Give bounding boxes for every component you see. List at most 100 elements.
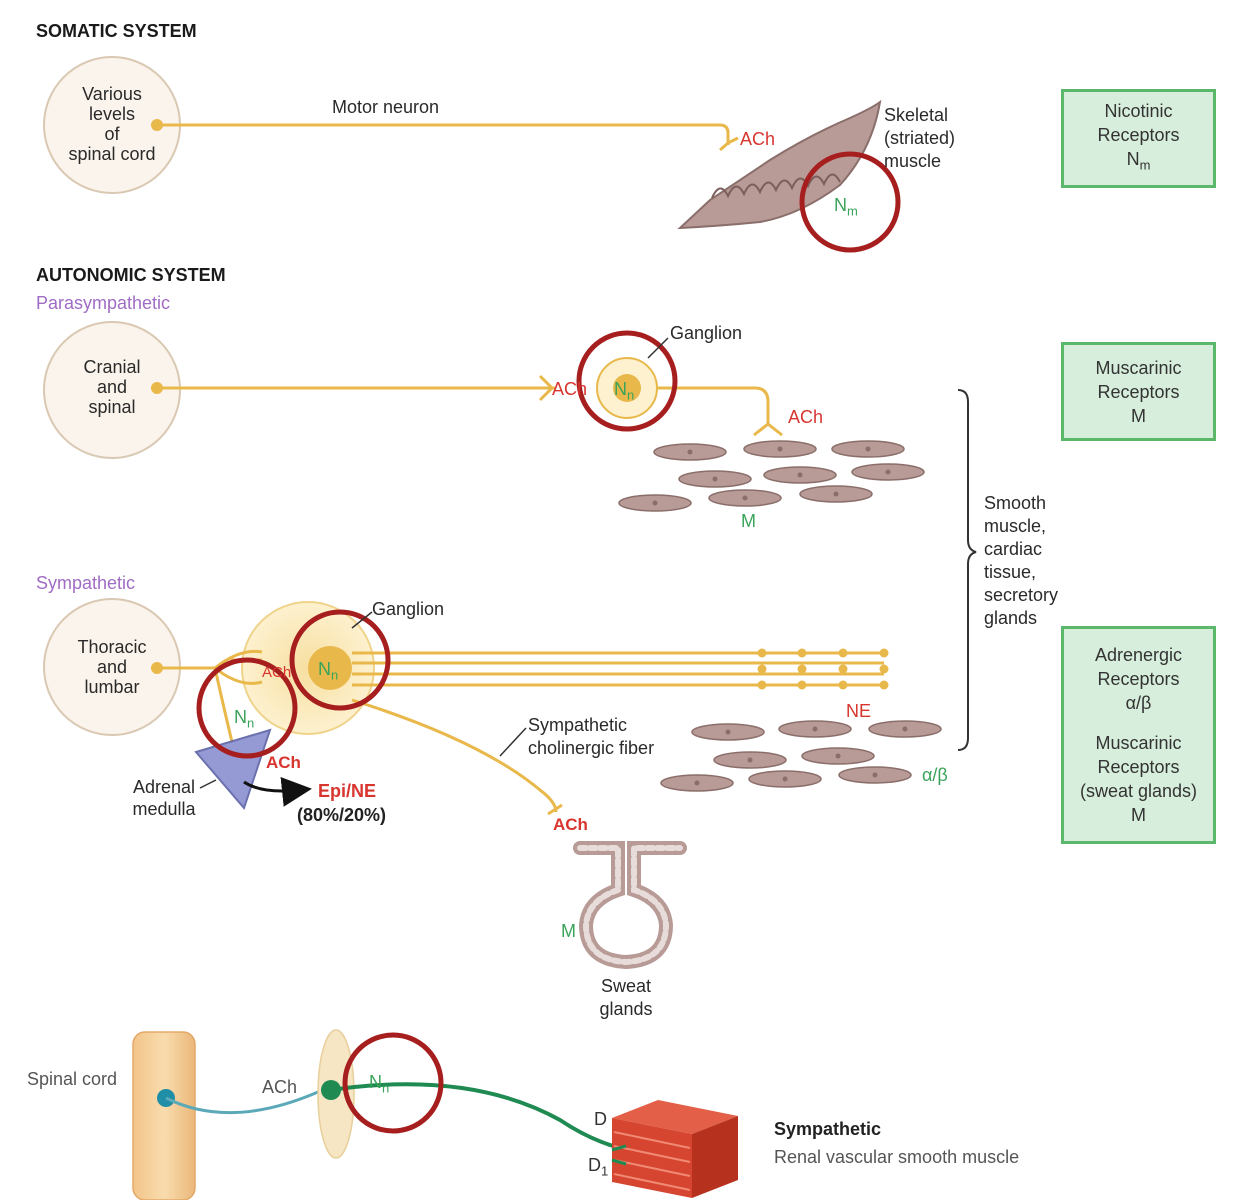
autonomic-heading: AUTONOMIC SYSTEM [36,265,226,285]
sympathetic-ganglion-label: Ganglion [372,599,445,619]
receptor-box-line: Nicotinic [1104,101,1173,122]
sympathetic-cholinergic-fiber [351,698,558,813]
sweat-gland-line: Sweat [600,976,652,996]
receptor-box-line: M [1131,805,1146,825]
sympathetic-origin-label: Thoracic and lumbar [56,637,168,697]
renal-preganglionic-fiber [165,1090,319,1115]
parasympathetic-origin-line: and [96,377,128,397]
receptor-box-line: α/β [1125,693,1152,713]
sympathetic-cell-nuclei [694,726,908,786]
cholinergic-terminal [547,803,563,816]
receptor-symbol: D [588,1155,601,1175]
renal-postganglionic-fiber [330,1082,621,1150]
parasympathetic-origin-label: Cranial and spinal [56,357,168,417]
receptor-subscript: n [382,1080,390,1096]
receptor-subscript: n [247,715,255,731]
cholinergic-label-pointer [499,727,527,757]
somatic-origin-label: Various levels of spinal cord [56,84,168,164]
muscarinic-receptor-box: Muscarinic Receptors M [1061,342,1216,441]
effector-line: secretory [984,585,1059,605]
effector-line: cardiac [984,539,1043,559]
receptor-box-line: Receptors [1097,381,1180,402]
sympathetic-ganglion-receptor-label: Nn [318,658,338,687]
receptor-subscript: m [847,203,858,219]
parasympathetic-smooth-muscle-cells [618,440,925,512]
nicotinic-receptor-box: Nicotinic Receptors Nm [1061,89,1216,188]
sympathetic-postganglionic-fibers [352,651,884,687]
parasympathetic-pre-terminal [538,374,555,402]
spinal-cord-shape [132,1031,196,1200]
parasympathetic-origin-line: Cranial [83,357,141,377]
adrenal-medulla-shape [194,728,272,810]
receptor-box-line: Muscarinic [1095,733,1182,753]
receptor-box-line: M [1131,405,1146,426]
effector-label: Smooth muscle, cardiac tissue, secretory… [984,492,1058,630]
renal-receptor-label: Nn [369,1071,389,1100]
sympathetic-origin-line: lumbar [84,677,140,697]
receptor-box-line: Nm [1127,147,1151,178]
renal-d-label: D [594,1109,607,1129]
parasympathetic-tissue-receptor-label: M [741,511,756,531]
sweat-gland-label: Sweat glands [586,975,666,1021]
skeletal-muscle-label: Skeletal (striated) muscle [884,104,955,173]
parasympathetic-ganglion-label: Ganglion [670,323,743,343]
renal-smooth-muscle-block [611,1100,738,1198]
effector-line: Smooth [984,493,1047,513]
sympathetic-origin-line: Thoracic [77,637,147,657]
adrenergic-receptor-box: Adrenergic Receptors α/β Muscarinic Rece… [1061,626,1216,844]
renal-d1-label: D1 [588,1154,608,1183]
effector-line: glands [984,608,1038,628]
adrenal-output-label: Epi/NE [318,781,377,801]
skeletal-muscle-shape [677,99,882,230]
receptor-subscript: m [1139,157,1151,173]
receptor-symbol: N [614,379,627,399]
parasympathetic-origin-circle [43,321,181,459]
parasympathetic-pre-ach-label: ACh [552,379,588,399]
receptor-subscript: n [331,667,339,683]
somatic-ach-label: ACh [740,129,776,149]
parasympathetic-ganglion-core [613,374,641,402]
adrenal-medulla-label: Adrenal medulla [124,776,204,820]
parasympathetic-post-terminal [753,422,783,437]
adrenal-medulla-line: medulla [132,799,196,819]
somatic-receptor-highlight [799,151,901,253]
receptor-subscript: n [627,387,635,403]
skeletal-muscle-folds [711,173,841,199]
cholinergic-fiber-line: cholinergic fiber [528,738,655,758]
receptor-box-line: Muscarinic [1095,357,1182,378]
skeletal-muscle-line: muscle [884,151,942,171]
sympathetic-origin-line: and [96,657,128,677]
adrenal-ratio-label: (80%/20%) [297,805,387,825]
receptor-symbol: N [234,707,247,727]
sympathetic-ne-label: NE [846,701,872,721]
parasympathetic-cell-nuclei [652,446,891,506]
sweat-receptor-label: M [561,921,576,941]
sympathetic-ganglion-highlight [289,609,391,711]
receptor-box-line: Adrenergic [1094,645,1183,665]
somatic-heading: SOMATIC SYSTEM [36,21,197,41]
somatic-origin-line: of [104,124,120,144]
skeletal-muscle-line: Skeletal [884,105,949,125]
adrenal-medulla-line: Adrenal [132,777,196,797]
sympathetic-heading: Sympathetic [36,573,136,593]
adrenal-label-pointer [199,779,217,789]
sympathetic-varicosities [757,648,889,690]
parasympathetic-ganglion-highlight [576,330,678,432]
renal-receptor-highlight [342,1032,444,1134]
renal-title: Sympathetic [774,1119,882,1139]
parasympathetic-origin-line: spinal [88,397,136,417]
adrenal-ach-label: ACh [266,753,301,772]
cholinergic-ach-label: ACh [553,815,588,834]
receptor-box-line: Receptors [1097,757,1180,777]
sympathetic-ganglion-pointer [351,611,373,629]
somatic-origin-line: levels [88,104,136,124]
parasympathetic-heading: Parasympathetic [36,293,171,313]
effector-line: muscle, [984,516,1047,536]
motor-neuron-axon [157,123,730,134]
somatic-receptor-label: Nm [834,194,858,223]
sympathetic-tissue-receptor-label: α/β [922,765,948,785]
renal-subtitle: Renal vascular smooth muscle [774,1147,1020,1167]
sweat-gland-outline [577,845,683,966]
sympathetic-pre-ach-label: ACh [262,664,292,681]
